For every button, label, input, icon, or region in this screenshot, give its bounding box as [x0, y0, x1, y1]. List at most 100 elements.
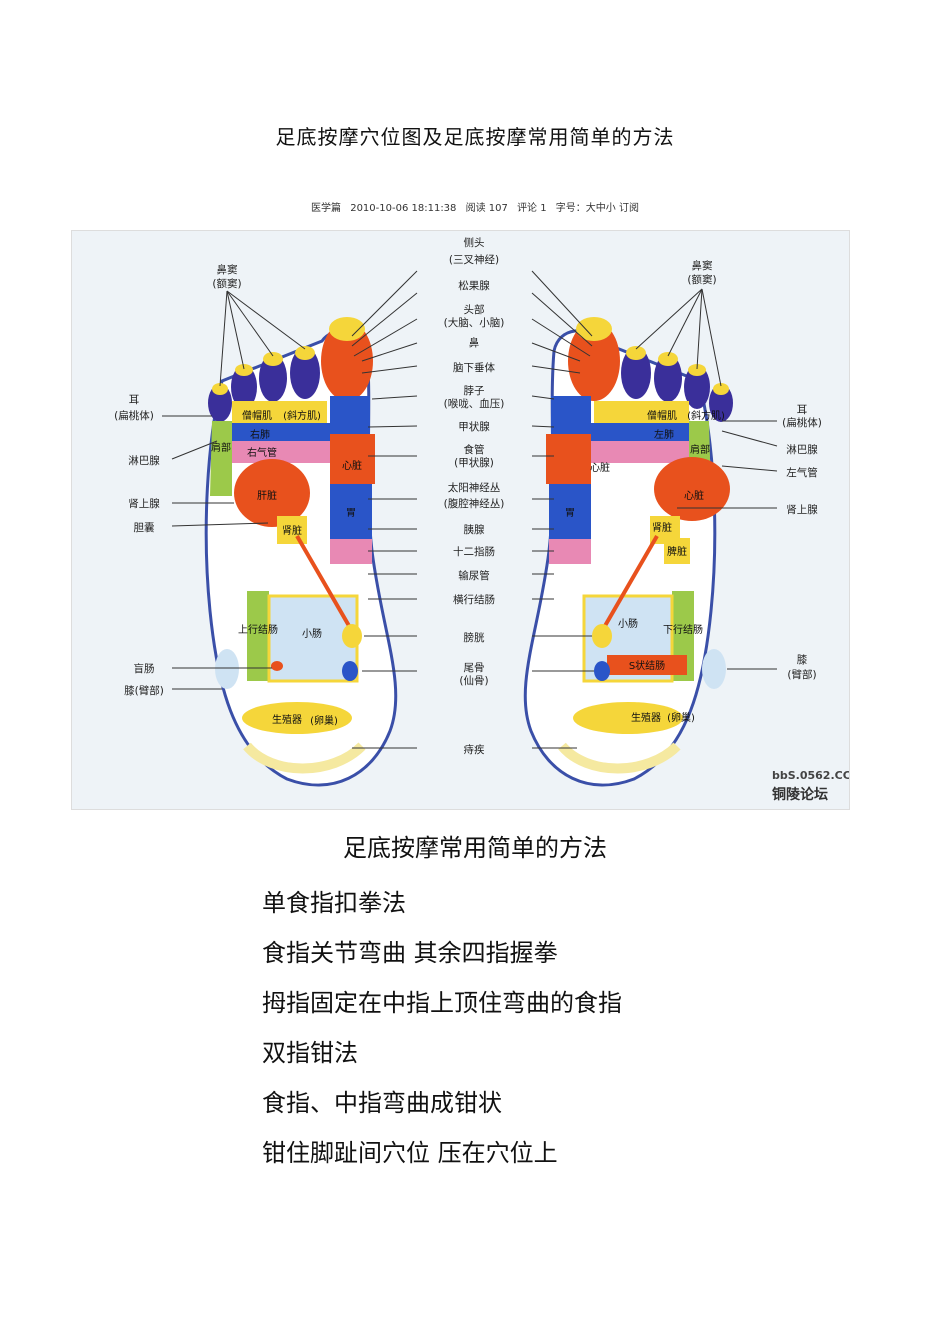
- left-shoulder: [210, 421, 232, 496]
- right-labels-item: 耳: [797, 404, 808, 416]
- right-labels-item: 肾上腺: [786, 503, 818, 516]
- right-organs-item: 肾脏: [652, 521, 672, 534]
- left-kidney: [277, 516, 307, 544]
- foot-reflexology-chart: 侧头(三叉神经)松果腺头部(大脑、小脑)鼻脑下垂体脖子(喉咙、血压)甲状腺食管(…: [71, 230, 850, 810]
- method-steps: 单食指扣拳法 食指关节弯曲 其余四指握拳 拇指固定在中指上顶住弯曲的食指 双指钳…: [262, 880, 622, 1180]
- right-organs-item: 脾脏: [667, 545, 687, 558]
- step-item: 食指关节弯曲 其余四指握拳: [262, 939, 558, 967]
- left-lung: [232, 423, 330, 441]
- right-organs-item: 下行结肠: [663, 623, 703, 636]
- left-coccyx: [342, 661, 358, 681]
- left-trapezius: [232, 401, 327, 423]
- left-organs-item: 小肠: [302, 628, 322, 640]
- left-organs-item: 僧帽肌: [242, 409, 272, 422]
- center-labels-item: 脑下垂体: [453, 361, 495, 374]
- right-organs-item: (斜方肌): [687, 409, 725, 422]
- right-knee: [702, 649, 726, 689]
- right-heart-b: [654, 457, 730, 521]
- meta-font-size[interactable]: 字号：大中小 订阅: [555, 203, 639, 214]
- right-organs-item: 僧帽肌: [647, 409, 677, 422]
- left-bladder: [342, 624, 362, 648]
- right-stomach: [549, 484, 591, 539]
- left-organs-item: 肝脏: [257, 489, 277, 502]
- left-organs-item: 右肺: [250, 428, 270, 441]
- right-toe-4: [684, 365, 710, 409]
- right-hemorrhoid-arc: [558, 742, 681, 774]
- meta-reads: 阅读 107: [465, 203, 508, 214]
- center-labels-item: 甲状腺: [458, 420, 490, 433]
- left-knee: [215, 649, 239, 689]
- meta-datetime: 2010-10-06 18:11:38: [350, 203, 457, 214]
- right-toe-2-tip: [626, 346, 646, 360]
- right-labels-item: (臂部): [787, 668, 816, 681]
- left-labels-item: 肾上腺: [128, 497, 160, 510]
- center-labels-item: 鼻: [469, 336, 480, 349]
- left-ureter: [295, 534, 354, 633]
- right-toe-3: [654, 354, 682, 402]
- center-labels-item: 十二指肠: [453, 545, 495, 558]
- left-labels-item: (额窦): [212, 277, 241, 290]
- right-heart-a: [546, 434, 591, 484]
- right-foot: [523, 317, 733, 787]
- left-toe-2-tip: [295, 346, 315, 360]
- watermark-forum: 铜陵论坛: [772, 786, 828, 803]
- center-labels-item: (腹腔神经丛): [444, 497, 505, 510]
- left-heart: [330, 434, 375, 484]
- right-toe-5-tip: [713, 383, 729, 395]
- step-item: 食指、中指弯曲成钳状: [262, 1089, 502, 1117]
- left-labels-item: 胆囊: [134, 521, 155, 534]
- right-bladder: [592, 624, 612, 648]
- right-pancreas: [549, 539, 591, 564]
- left-ascending-colon: [247, 591, 269, 681]
- right-organs-item: 左肺: [654, 428, 674, 441]
- right-organs-item: 小肠: [618, 618, 638, 630]
- right-toe-4-tip: [688, 364, 706, 376]
- right-labels-item: 膝: [797, 653, 808, 666]
- foot-chart-svg: 侧头(三叉神经)松果腺头部(大脑、小脑)鼻脑下垂体脖子(喉咙、血压)甲状腺食管(…: [114, 236, 849, 803]
- left-labels-item: 盲肠: [134, 662, 155, 675]
- center-labels-item: 食管: [464, 443, 485, 456]
- left-trachea: [232, 441, 332, 463]
- center-labels: 侧头(三叉神经)松果腺头部(大脑、小脑)鼻脑下垂体脖子(喉咙、血压)甲状腺食管(…: [444, 236, 505, 756]
- left-toe-5: [208, 384, 232, 422]
- left-labels-item: 鼻窦: [217, 263, 238, 276]
- right-coccyx: [594, 661, 610, 681]
- watermark-url: bbS.0562.CC: [772, 769, 849, 782]
- center-labels-item: 尾骨: [464, 662, 485, 674]
- center-labels-item: 脖子: [464, 384, 485, 397]
- step-item: 单食指扣拳法: [262, 889, 406, 917]
- right-organs-item: 肩部: [690, 443, 710, 456]
- left-organs-item: (斜方肌): [283, 409, 321, 422]
- left-toe-4: [231, 365, 257, 409]
- step-item: 钳住脚趾间穴位 压在穴位上: [262, 1139, 558, 1167]
- right-toe-1-tip: [576, 317, 612, 341]
- left-labels-item: 淋巴腺: [128, 454, 160, 467]
- right-toe-1: [568, 321, 620, 401]
- right-labels-item: 左气管: [786, 466, 818, 479]
- left-foot: [204, 317, 398, 787]
- meta-comments[interactable]: 评论 1: [517, 203, 547, 214]
- left-pancreas: [330, 539, 372, 564]
- left-organs-item: (卵巢): [310, 714, 338, 727]
- right-trachea: [589, 441, 689, 463]
- right-toe-5: [709, 384, 733, 422]
- leader-lines: [162, 270, 778, 749]
- right-lung-upper: [551, 396, 591, 434]
- left-toe-3-tip: [263, 352, 283, 366]
- right-genitals: [573, 702, 683, 734]
- center-labels-item: (喉咙、血压): [444, 397, 505, 410]
- meta-category[interactable]: 医学篇: [311, 203, 342, 214]
- left-organs-item: 心脏: [342, 459, 362, 472]
- left-organs-item: 生殖器: [272, 713, 302, 726]
- left-labels-item: (扁桃体): [114, 409, 154, 422]
- center-labels-item: 横行结肠: [453, 593, 495, 606]
- center-labels-item: 松果腺: [458, 279, 490, 292]
- left-stomach: [330, 484, 372, 539]
- center-labels-item: 太阳神经丛: [448, 481, 501, 494]
- left-lung-upper: [330, 396, 370, 434]
- right-trapezius: [594, 401, 689, 423]
- left-organs-item: 上行结肠: [238, 623, 278, 636]
- left-toe-1: [321, 321, 373, 401]
